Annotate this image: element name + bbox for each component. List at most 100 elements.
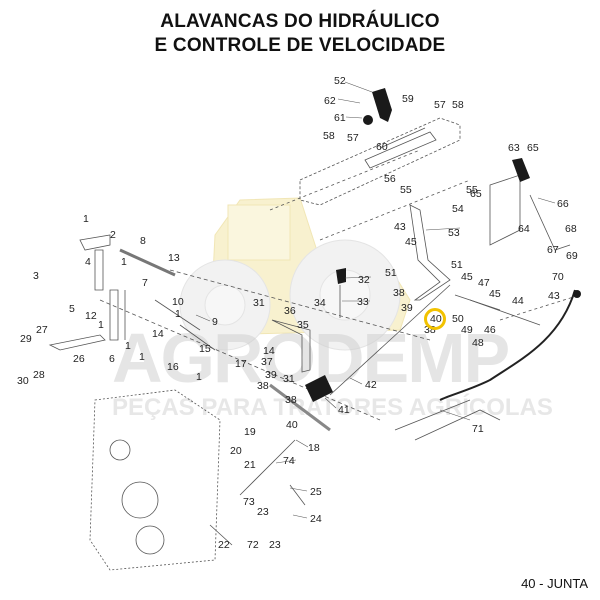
part-label-1[interactable]: 1 (175, 308, 181, 320)
part-label-35[interactable]: 35 (297, 319, 309, 331)
part-label-16[interactable]: 16 (167, 361, 179, 373)
part-label-74[interactable]: 74 (283, 455, 295, 467)
part-label-63[interactable]: 63 (508, 142, 520, 154)
part-label-62[interactable]: 62 (324, 95, 336, 107)
part-label-66[interactable]: 66 (557, 198, 569, 210)
part-label-42[interactable]: 42 (365, 379, 377, 391)
part-label-14[interactable]: 14 (263, 345, 275, 357)
part-label-56[interactable]: 56 (384, 173, 396, 185)
part-label-37[interactable]: 37 (261, 356, 273, 368)
diagram-title-line-1: ALAVANCAS DO HIDRÁULICO (160, 11, 440, 32)
part-label-45[interactable]: 45 (461, 271, 473, 283)
part-label-15[interactable]: 15 (199, 343, 211, 355)
part-label-45[interactable]: 45 (405, 236, 417, 248)
part-label-65[interactable]: 65 (527, 142, 539, 154)
part-label-38[interactable]: 38 (393, 287, 405, 299)
part-label-71[interactable]: 71 (472, 423, 484, 435)
part-label-5[interactable]: 5 (69, 303, 75, 315)
part-label-55[interactable]: 55 (400, 184, 412, 196)
part-label-64[interactable]: 64 (518, 223, 530, 235)
part-label-7[interactable]: 7 (142, 277, 148, 289)
part-label-59[interactable]: 59 (402, 93, 414, 105)
part-label-19[interactable]: 19 (244, 426, 256, 438)
part-label-1[interactable]: 1 (139, 351, 145, 363)
part-label-13[interactable]: 13 (168, 252, 180, 264)
part-label-53[interactable]: 53 (448, 227, 460, 239)
part-label-14[interactable]: 14 (152, 328, 164, 340)
part-label-6[interactable]: 6 (109, 353, 115, 365)
knob-65-icon (512, 158, 530, 182)
part-label-21[interactable]: 21 (244, 459, 256, 471)
part-label-46[interactable]: 46 (484, 324, 496, 336)
part-label-1[interactable]: 1 (121, 256, 127, 268)
part-label-31[interactable]: 31 (253, 297, 265, 309)
part-label-44[interactable]: 44 (512, 295, 524, 307)
part-label-70[interactable]: 70 (552, 271, 564, 283)
part-label-39[interactable]: 39 (401, 302, 413, 314)
part-label-33[interactable]: 33 (357, 296, 369, 308)
part-label-9[interactable]: 9 (212, 316, 218, 328)
part-label-38[interactable]: 38 (257, 380, 269, 392)
part-label-1[interactable]: 1 (98, 319, 104, 331)
part-label-39[interactable]: 39 (265, 369, 277, 381)
knob-32-icon (336, 268, 346, 284)
highlight-ring-part-40[interactable] (424, 308, 446, 330)
part-label-32[interactable]: 32 (358, 274, 370, 286)
part-label-45[interactable]: 45 (489, 288, 501, 300)
part-label-23[interactable]: 23 (257, 506, 269, 518)
part-label-18[interactable]: 18 (308, 442, 320, 454)
part-label-34[interactable]: 34 (314, 297, 326, 309)
part-label-48[interactable]: 48 (472, 337, 484, 349)
part-label-29[interactable]: 29 (20, 333, 32, 345)
part-label-12[interactable]: 12 (85, 310, 97, 322)
part-label-4[interactable]: 4 (85, 256, 91, 268)
part-label-68[interactable]: 68 (565, 223, 577, 235)
part-label-22[interactable]: 22 (218, 539, 230, 551)
part-label-41[interactable]: 41 (338, 404, 350, 416)
knob-52-icon (372, 88, 392, 122)
part-label-57[interactable]: 57 (347, 132, 359, 144)
part-label-1[interactable]: 1 (196, 371, 202, 383)
part-label-24[interactable]: 24 (310, 513, 322, 525)
part-label-36[interactable]: 36 (284, 305, 296, 317)
part-label-23[interactable]: 23 (269, 539, 281, 551)
part-label-8[interactable]: 8 (140, 235, 146, 247)
part-label-26[interactable]: 26 (73, 353, 85, 365)
part-label-3[interactable]: 3 (33, 270, 39, 282)
part-label-31[interactable]: 31 (283, 373, 295, 385)
part-label-51[interactable]: 51 (385, 267, 397, 279)
part-label-60[interactable]: 60 (376, 141, 388, 153)
part-label-40[interactable]: 40 (286, 419, 298, 431)
part-label-25[interactable]: 25 (310, 486, 322, 498)
part-label-67[interactable]: 67 (547, 244, 559, 256)
part-label-10[interactable]: 10 (172, 296, 184, 308)
part-label-38[interactable]: 38 (285, 394, 297, 406)
part-label-27[interactable]: 27 (36, 324, 48, 336)
part-label-17[interactable]: 17 (235, 358, 247, 370)
part-label-30[interactable]: 30 (17, 375, 29, 387)
part-label-52[interactable]: 52 (334, 75, 346, 87)
part-label-20[interactable]: 20 (230, 445, 242, 457)
part-label-54[interactable]: 54 (452, 203, 464, 215)
part-label-49[interactable]: 49 (461, 324, 473, 336)
part-label-55[interactable]: 55 (466, 184, 478, 196)
part-label-1[interactable]: 1 (83, 213, 89, 225)
part-label-50[interactable]: 50 (452, 313, 464, 325)
part-label-43[interactable]: 43 (394, 221, 406, 233)
part-label-73[interactable]: 73 (243, 496, 255, 508)
part-label-28[interactable]: 28 (33, 369, 45, 381)
part-label-47[interactable]: 47 (478, 277, 490, 289)
part-label-57[interactable]: 57 (434, 99, 446, 111)
part-label-1[interactable]: 1 (125, 340, 131, 352)
part-label-58[interactable]: 58 (323, 130, 335, 142)
part-label-2[interactable]: 2 (110, 229, 116, 241)
part-label-51[interactable]: 51 (451, 259, 463, 271)
part-label-38[interactable]: 38 (424, 324, 436, 336)
part-label-43[interactable]: 43 (548, 290, 560, 302)
part-label-72[interactable]: 72 (247, 539, 259, 551)
part-label-58[interactable]: 58 (452, 99, 464, 111)
part-label-61[interactable]: 61 (334, 112, 346, 124)
part-label-65[interactable]: 65 (470, 188, 482, 200)
part-label-69[interactable]: 69 (566, 250, 578, 262)
